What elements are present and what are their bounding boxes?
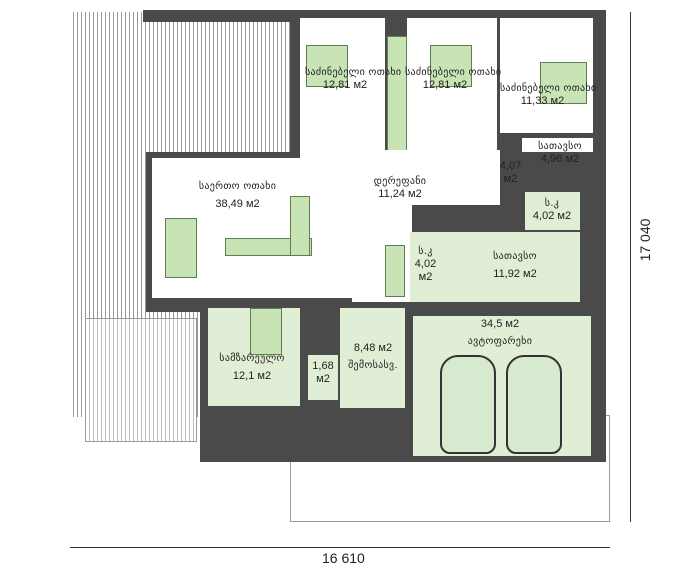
lower-terrace [85, 318, 197, 442]
car-right [506, 355, 562, 454]
kitchen-area: 12,1 м2 [232, 370, 272, 382]
bathtub [385, 245, 405, 297]
width-dimension: 16 610 [322, 550, 365, 566]
pantry-area: 1,68 м2 [312, 360, 334, 385]
bedroom-3-area: 11,33 м2 [520, 95, 565, 107]
bath-1-area: 4,02 м2 [414, 258, 437, 283]
closet-area: 4,07 м2 [499, 160, 522, 185]
storage-2-area: 11,92 м2 [493, 268, 537, 280]
bedroom-3-name: საძინებელი ოთახი [500, 83, 597, 94]
depth-dimension-line [630, 12, 631, 522]
bed-2 [430, 45, 472, 87]
depth-dimension: 17 040 [637, 218, 653, 262]
sofa-side [290, 196, 310, 256]
bedroom-2-name: საძინებელი ოთახი [405, 67, 502, 78]
bedroom-2-area: 12,81 м2 [422, 79, 468, 91]
garage-name: ავტოფარეხი [467, 336, 533, 347]
car-left [440, 355, 496, 454]
bedroom-1-area: 12,81 м2 [322, 79, 368, 91]
bathroom-1 [410, 232, 460, 302]
corridor-name: დერეფანი [373, 176, 427, 187]
garage-area: 34,5 м2 [480, 318, 520, 330]
bath-2-name: ს.კ [544, 198, 560, 209]
storage-2 [460, 232, 580, 302]
living-area: 38,49 м2 [215, 198, 260, 210]
bath-2-area: 4,02 м2 [532, 210, 572, 222]
wardrobe [387, 36, 407, 158]
living-name: საერთო ოთახი [198, 181, 277, 192]
entrance-area: 8,48 м2 [353, 342, 393, 354]
entrance-name: შემოსასვ. [348, 360, 398, 371]
entrance-hall [340, 308, 405, 408]
dining-table [165, 218, 197, 278]
bed-1 [306, 45, 348, 87]
top-wall [143, 10, 291, 22]
kitchen-island [250, 308, 282, 355]
corridor [300, 150, 500, 205]
corridor-area: 11,24 м2 [378, 188, 422, 200]
bedroom-1-name: საძინებელი ოთახი [305, 67, 402, 78]
bathroom-2 [525, 192, 580, 230]
storage-2-name: სათავსო [493, 251, 537, 262]
pantry [308, 355, 338, 400]
storage-1-area: 4,96 м2 [540, 153, 580, 165]
width-dimension-line [70, 547, 610, 548]
bed-3 [540, 62, 587, 104]
kitchen-name: სამზარეულო [219, 353, 285, 364]
bath-1-name: ს.კ [418, 246, 433, 257]
storage-1-name: სათავსო [538, 141, 582, 152]
